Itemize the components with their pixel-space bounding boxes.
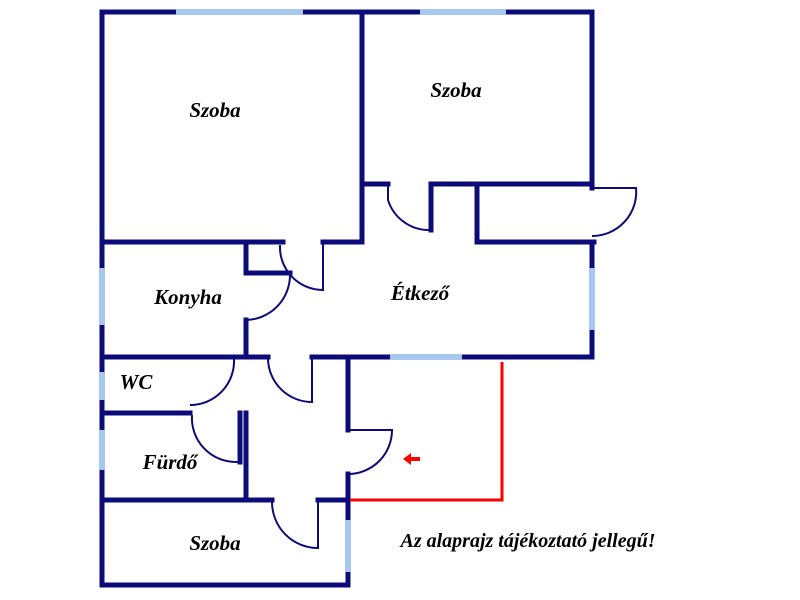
door-closet: [591, 187, 638, 238]
room-label-bottom-left: Szoba: [189, 531, 240, 555]
door-wc: [189, 358, 236, 407]
door-bottom-room: [271, 500, 319, 550]
room-label-bath: Fürdő: [142, 450, 199, 474]
door-top-left-room: [278, 242, 324, 292]
room-label-top-right: Szoba: [430, 78, 481, 102]
room-label-kitchen: Konyha: [153, 285, 222, 309]
windows: [99, 9, 595, 572]
entrance-arrow-icon: [403, 453, 420, 465]
door-hall-top: [267, 357, 313, 404]
disclaimer-note: Az alaprajz tájékoztató jellegű!: [398, 530, 655, 552]
door-entrance: [347, 429, 394, 475]
entrance-marker: [350, 362, 504, 502]
door-bath: [190, 414, 241, 464]
doors: [189, 186, 638, 550]
room-label-top-left: Szoba: [189, 98, 240, 122]
door-top-right-room: [387, 186, 432, 232]
room-labels: Szoba Szoba Konyha Étkező WC Fürdő Szoba: [120, 78, 482, 555]
room-label-dining: Étkező: [390, 281, 451, 305]
door-kitchen: [245, 274, 291, 321]
room-label-wc: WC: [120, 370, 154, 394]
